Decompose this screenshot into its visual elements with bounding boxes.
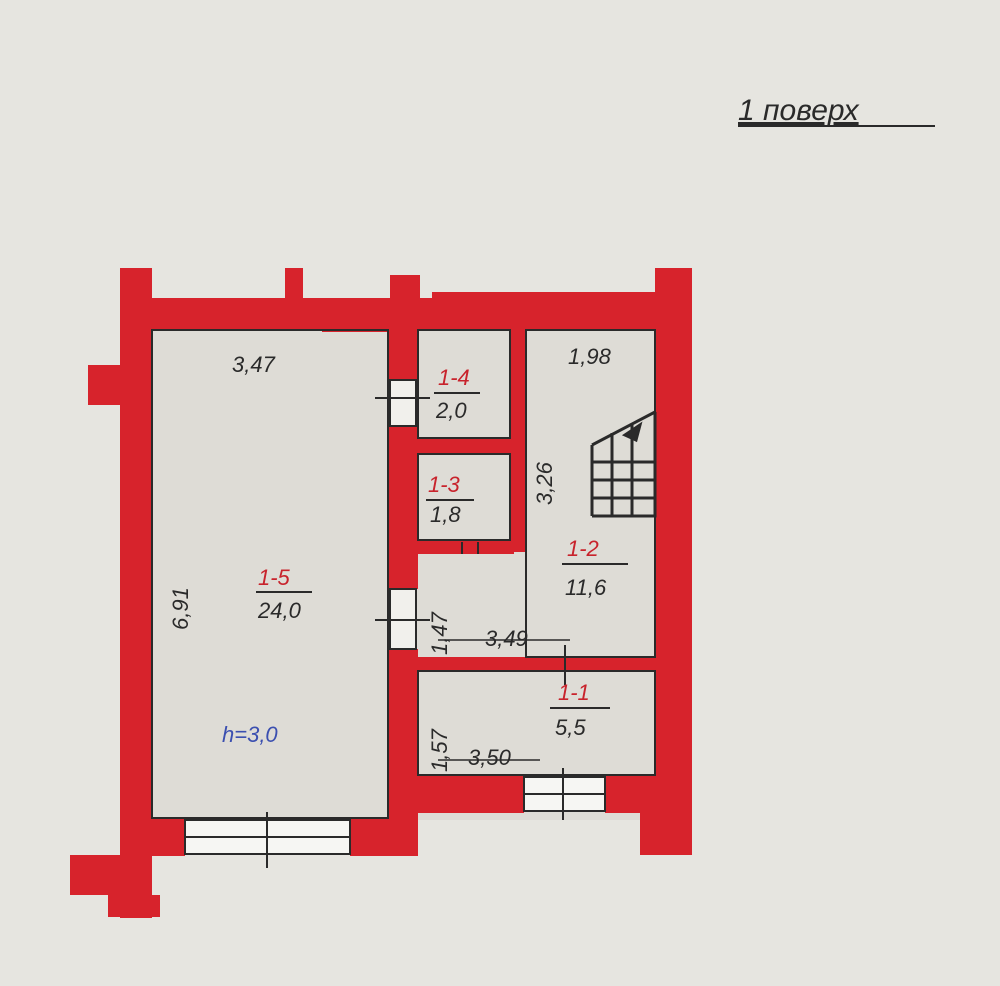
room-area: 1,8 <box>430 502 461 527</box>
room-area: 2,0 <box>435 398 467 423</box>
room-number: 1-4 <box>438 365 470 390</box>
staircase-icon <box>590 410 657 518</box>
dimension-entry-width: 3,50 <box>468 745 512 770</box>
dimension-entry-depth: 1,57 <box>427 728 452 772</box>
dimension-stair-room-length: 3,26 <box>532 461 557 505</box>
room-area: 24,0 <box>257 598 302 623</box>
floor-title: 1 поверх <box>738 94 860 127</box>
room-number: 1-2 <box>567 536 599 561</box>
dimension-big-room-length: 6,91 <box>168 587 193 630</box>
window-icon <box>184 768 606 868</box>
dimension-corridor-width: 3,49 <box>485 626 528 651</box>
room-outlines <box>151 329 656 819</box>
dimension-stair-room-width: 1,98 <box>568 344 612 369</box>
room-number: 1-1 <box>558 680 590 705</box>
room-area: 5,5 <box>555 715 586 740</box>
dimension-corridor-door: 1,47 <box>427 611 452 655</box>
ceiling-height: h=3,0 <box>222 722 278 747</box>
room-area: 11,6 <box>565 575 607 600</box>
door-icon <box>375 379 566 685</box>
room-number: 1-5 <box>258 565 291 590</box>
dimension-big-room-width: 3,47 <box>232 352 276 377</box>
walls <box>70 268 692 918</box>
room-number: 1-3 <box>428 472 461 497</box>
